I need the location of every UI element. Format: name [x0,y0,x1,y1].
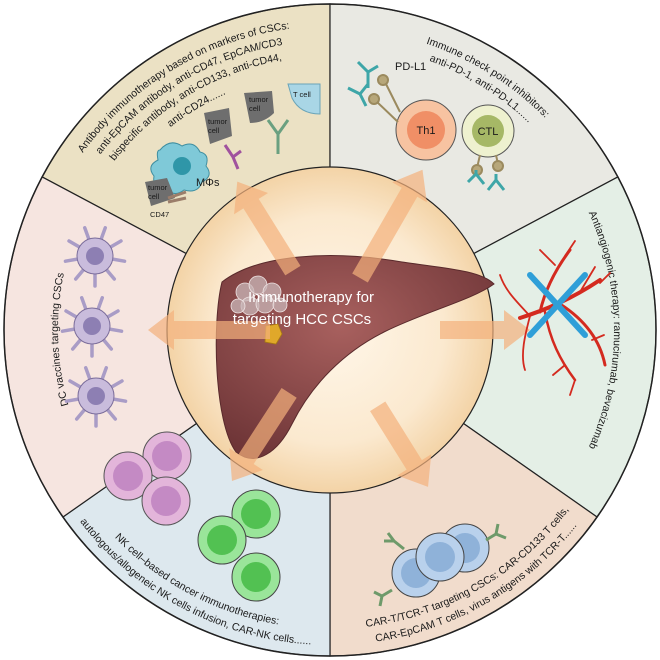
tumor-cell-2 [204,108,232,144]
tumor-cluster [230,275,288,316]
bispecific-antibody [266,119,290,154]
nk-nucleus [113,461,143,491]
antibody-illustrations: MΦs tumor cell CD47 tumor cell tumor cel… [145,83,321,219]
center-title-line-1: Immunotherapy for [248,289,374,306]
green-cells [197,489,281,602]
antibody-anti-cd47 [167,190,187,204]
nk-nucleus [152,441,182,471]
car-receptors [373,523,507,607]
arrow-4 [440,310,530,350]
green-nucleus [207,525,237,555]
dc-cell [60,296,124,358]
green-nucleus [241,562,271,592]
cd47-label: CD47 [150,210,169,219]
arrow-2 [352,169,427,283]
tumor-cell-1-label-a: tumor [148,183,168,192]
antibody-anti-epcam [223,144,242,170]
ctl-label: CTL [478,126,499,138]
tumor-cell-2-label-b: cell [208,126,220,135]
arrow-5 [229,387,297,481]
tumor-cell-1-label-b: cell [148,192,160,201]
th1-label: Th1 [417,125,436,137]
tumor-cell-1 [145,178,175,206]
tumor-cell-3 [244,91,274,123]
t-cell-label: T cell [293,90,311,99]
outer-ring [3,3,657,657]
macrophage-label: MΦs [196,177,220,189]
green-nucleus [241,499,271,529]
th1-nucleus [407,111,445,149]
arrow-6 [370,401,432,487]
tumor-cell-2-label-a: tumor [208,117,228,126]
t-cell [287,83,321,115]
arrow-1 [234,181,301,276]
nk-nucleus [151,486,181,516]
pdl1-label: PD-L1 [395,61,426,73]
car-t-cells [373,523,507,607]
tumor-cell-3-label-b: cell [249,104,261,113]
anti-pd-antibodies [347,60,506,191]
ctl-nucleus [472,115,504,147]
car-t-nucleus [425,542,455,572]
checkpoint-illustrations: Th1 CTL PD-L1 [347,60,515,191]
tumor-cell-3-label-a: tumor [249,95,269,104]
dc-cell [63,226,127,288]
dc-cells [60,226,128,428]
arrow-3 [148,310,270,350]
cross-icon [527,272,588,338]
nk-cells [103,431,192,526]
dc-cell [64,366,128,428]
direction-arrows [148,169,530,487]
center-title-line-2: targeting HCC CSCs [233,311,371,328]
